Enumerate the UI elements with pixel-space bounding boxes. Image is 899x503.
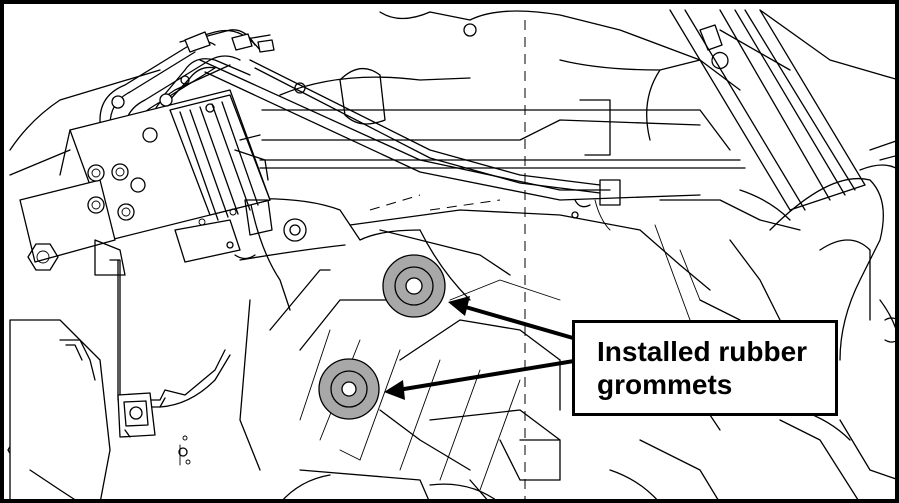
grommet-lower [318, 358, 380, 420]
arrow-lower-shaft [397, 358, 581, 392]
diagonal-rail [669, 9, 899, 211]
grommet-upper-hole [405, 277, 423, 295]
abs-module [19, 89, 273, 276]
callout-label: Installed rubber grommets [597, 336, 808, 400]
callout-box: Installed rubber grommets [572, 320, 838, 416]
arrow-upper-shaft [461, 304, 581, 342]
grommets [318, 254, 446, 420]
arrow-lower-head [384, 380, 405, 400]
leader-arrows [384, 296, 581, 400]
grommet-upper [382, 254, 446, 318]
lower-left-bracket [9, 259, 231, 503]
right-panels [719, 9, 899, 481]
arrow-upper-head [448, 296, 470, 316]
grommet-lower-hole [341, 381, 357, 397]
